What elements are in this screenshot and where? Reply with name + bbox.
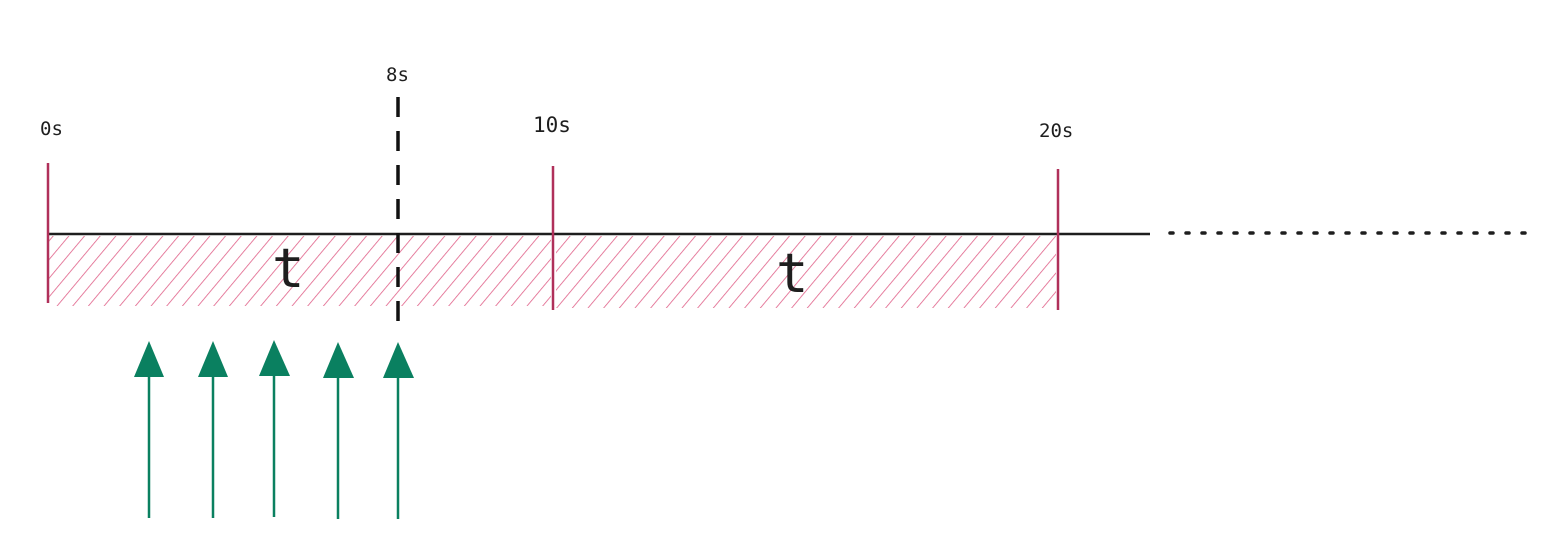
tick-label-20s: 20s [1039, 120, 1073, 142]
window-1-label: t [272, 237, 305, 300]
marker-label-8s: 8s [386, 64, 409, 86]
window-1-hatch [49, 236, 551, 306]
request-arrow [323, 342, 354, 519]
tick-label-10s: 10s [533, 113, 571, 137]
request-arrow [198, 341, 228, 518]
window-2-hatch [556, 236, 1056, 308]
request-arrow [383, 342, 414, 519]
window-2-label: t [776, 242, 809, 305]
request-arrow [259, 340, 290, 517]
request-arrow [134, 341, 164, 518]
tick-label-0s: 0s [40, 118, 63, 140]
